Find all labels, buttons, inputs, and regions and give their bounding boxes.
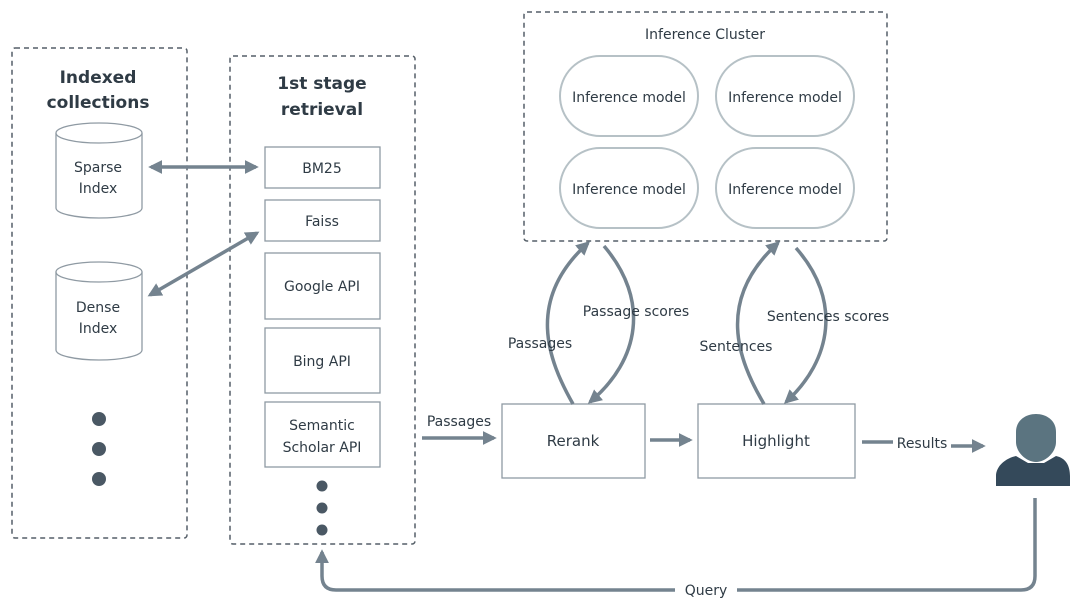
passage-scores-arrow <box>587 244 636 404</box>
user-icon <box>996 414 1070 486</box>
inference-model-label: Inference model <box>728 182 842 198</box>
query-line-left <box>315 549 675 592</box>
query-line-right <box>737 498 1037 592</box>
dense-faiss-arrow <box>147 231 260 297</box>
sparse-label-line2: Index <box>79 181 118 197</box>
highlight-label: Highlight <box>742 432 810 450</box>
results-label: Results <box>897 436 948 452</box>
passages-in-label: Passages <box>427 414 491 430</box>
dense-label-line1: Dense <box>76 300 120 316</box>
inference-model-pill: Inference model <box>715 147 855 229</box>
query-label: Query <box>685 583 728 599</box>
retrieval-title-line1: 1st stage <box>277 74 366 94</box>
bm25-box: BM25 <box>264 146 381 189</box>
sentences-up-label: Sentences <box>700 339 773 355</box>
inference-model-pill: Inference model <box>559 55 699 137</box>
retrieval-title-line2: retrieval <box>281 100 363 120</box>
inference-cluster-panel: Inference Cluster <box>523 11 888 242</box>
rerank-box: Rerank <box>501 403 646 479</box>
faiss-box: Faiss <box>264 199 381 242</box>
indexed-title-line2: collections <box>47 93 150 113</box>
semantic-label-line1: Semantic <box>289 418 355 434</box>
bm25-label: BM25 <box>302 161 342 177</box>
inference-model-label: Inference model <box>572 182 686 198</box>
passages-up-label: Passages <box>508 336 572 352</box>
inference-cluster-title: Inference Cluster <box>645 27 765 43</box>
sentences-up-arrow <box>735 241 781 405</box>
ellipsis-dot <box>92 412 106 426</box>
bing-api-box: Bing API <box>264 327 381 394</box>
semantic-label-line2: Scholar API <box>283 440 362 456</box>
dense-index-cylinder: Dense Index <box>55 261 143 361</box>
ellipsis-dot <box>316 524 328 536</box>
inference-model-label: Inference model <box>728 90 842 106</box>
indexed-title-line1: Indexed <box>60 68 137 88</box>
sparse-index-cylinder: Sparse Index <box>55 122 143 219</box>
passage-scores-label: Passage scores <box>583 304 689 320</box>
inference-model-pill: Inference model <box>715 55 855 137</box>
google-api-label: Google API <box>284 279 360 295</box>
ellipsis-dot <box>92 472 106 486</box>
ellipsis-dot <box>316 502 328 514</box>
semantic-scholar-box: Semantic Scholar API <box>264 401 381 468</box>
dense-label-line2: Index <box>79 321 118 337</box>
passages-up-arrow <box>545 241 591 405</box>
sentences-scores-arrow <box>783 246 828 404</box>
sparse-label-line1: Sparse <box>74 160 122 176</box>
highlight-box: Highlight <box>697 403 856 479</box>
bing-api-label: Bing API <box>293 354 351 370</box>
faiss-label: Faiss <box>305 214 339 230</box>
google-api-box: Google API <box>264 252 381 320</box>
ellipsis-dot <box>92 442 106 456</box>
inference-model-label: Inference model <box>572 90 686 106</box>
inference-model-pill: Inference model <box>559 147 699 229</box>
sentences-scores-label: Sentences scores <box>767 309 889 325</box>
ellipsis-dot <box>316 480 328 492</box>
rerank-label: Rerank <box>547 432 600 450</box>
retrieval-panel: 1st stage retrieval <box>229 55 416 545</box>
